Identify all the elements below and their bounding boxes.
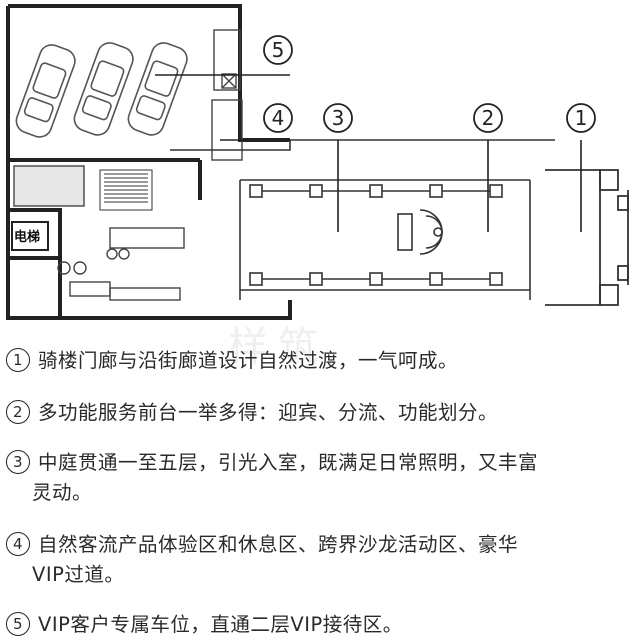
svg-text:5: 5 xyxy=(272,38,285,62)
watermark: 样筑 xyxy=(228,324,328,370)
svg-text:1: 1 xyxy=(575,106,588,130)
note-3: 3 中庭贯通一至五层，引光入室，既满足日常照明，又丰富 灵动。 xyxy=(6,448,626,508)
walls xyxy=(6,4,292,320)
elevator-label: 电梯 xyxy=(14,229,40,245)
note-text: 中庭贯通一至五层，引光入室，既满足日常照明，又丰富 xyxy=(38,451,539,474)
callout-leaders xyxy=(155,74,582,232)
note-text: VIP客户专属车位，直通二层VIP接待区。 xyxy=(38,613,403,636)
reception-desk xyxy=(397,209,443,255)
elevator: 电梯 xyxy=(11,221,49,251)
note-2: 2 多功能服务前台一举多得：迎宾、分流、功能划分。 xyxy=(6,398,626,428)
callout-2: 2 xyxy=(473,103,503,133)
lobby-area xyxy=(13,165,185,301)
corridor xyxy=(170,139,555,300)
note-text: 自然客流产品体验区和休息区、跨界沙龙活动区、豪华 xyxy=(38,533,519,556)
restrooms xyxy=(211,29,243,161)
svg-text:3: 3 xyxy=(332,106,345,130)
callout-4: 4 xyxy=(263,103,293,133)
portico xyxy=(545,169,629,306)
note-number: 4 xyxy=(6,532,30,556)
note-1: 1 骑楼门廊与沿街廊道设计自然过渡，一气呵成。 xyxy=(6,346,626,376)
note-number: 2 xyxy=(6,400,30,424)
svg-text:2: 2 xyxy=(482,106,495,130)
note-number: 3 xyxy=(6,450,30,474)
note-text: 多功能服务前台一举多得：迎宾、分流、功能划分。 xyxy=(38,401,499,424)
note-number: 5 xyxy=(6,612,30,636)
note-text: 骑楼门廊与沿街廊道设计自然过渡，一气呵成。 xyxy=(38,349,459,372)
note-4: 4 自然客流产品体验区和休息区、跨界沙龙活动区、豪华 VIP过道。 xyxy=(6,530,626,590)
note-5: 5 VIP客户专属车位，直通二层VIP接待区。 xyxy=(6,610,626,640)
callout-1: 1 xyxy=(566,103,596,133)
floor-plan: 电梯 xyxy=(6,4,629,320)
note-text-continued: 灵动。 xyxy=(32,481,93,504)
svg-text:4: 4 xyxy=(272,106,285,130)
stairs xyxy=(99,169,153,211)
note-text-continued: VIP过道。 xyxy=(32,563,125,586)
callout-3: 3 xyxy=(323,103,353,133)
garage-cars xyxy=(15,42,188,138)
callout-5: 5 xyxy=(263,35,293,65)
note-number: 1 xyxy=(6,348,30,372)
